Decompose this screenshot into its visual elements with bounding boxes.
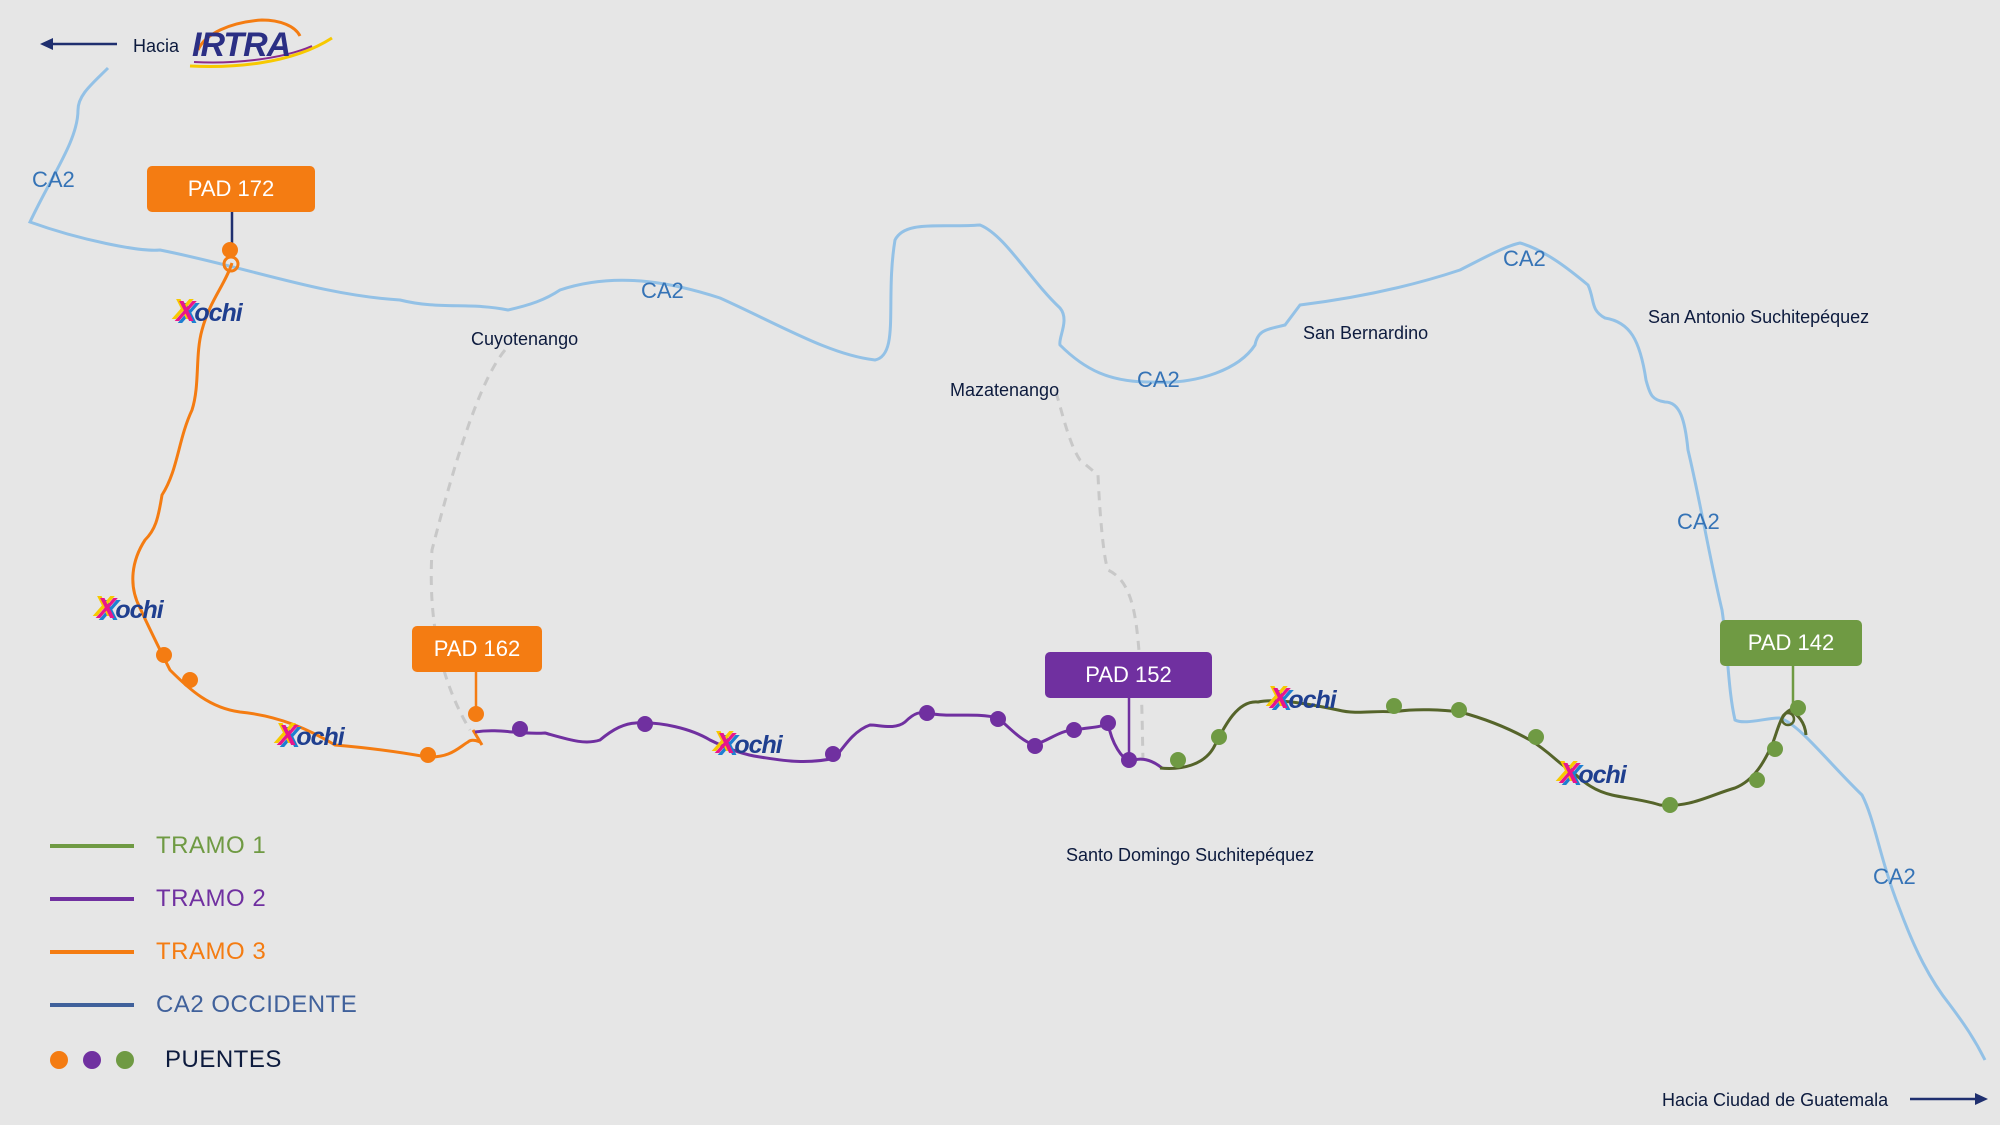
bridge-purple-dot <box>83 1051 101 1069</box>
xochi-logo: Xochi <box>278 720 345 752</box>
legend-puentes: PUENTES <box>50 1045 282 1075</box>
bridge-dot <box>1662 797 1678 813</box>
legend-tramo-1: TRAMO 1 <box>50 831 266 861</box>
pad-142-junction <box>1780 711 1796 727</box>
bridge-dot <box>420 747 436 763</box>
irtra-logo: IRTRA <box>192 26 291 64</box>
pad-172-junction <box>222 255 240 273</box>
legend-swatch <box>50 897 134 901</box>
bridge-dot <box>1386 698 1402 714</box>
puentes-tramo-1 <box>1170 698 1806 813</box>
tramo-2-line <box>474 711 1163 770</box>
bridge-dot <box>637 716 653 732</box>
road-label-ca2: CA2 <box>1503 246 1546 271</box>
pad-142-label: PAD 142 <box>1720 620 1862 666</box>
bridge-dot <box>1790 700 1806 716</box>
road-label-ca2: CA2 <box>32 167 75 192</box>
secondary-road-cuyotenango <box>429 349 507 731</box>
puentes-tramo-2 <box>512 705 1137 768</box>
arrow-left-icon <box>40 38 117 50</box>
bridge-dot <box>1121 752 1137 768</box>
legend-label: TRAMO 2 <box>156 885 267 912</box>
bridge-dot <box>1211 729 1227 745</box>
arrow-right-icon <box>1910 1093 1988 1105</box>
xochi-logo: Xochi <box>1560 758 1627 790</box>
xochi-logo: Xochi <box>97 593 164 625</box>
legend-swatch <box>50 950 134 954</box>
puentes-tramo-3 <box>156 242 484 763</box>
road-label-ca2: CA2 <box>1873 864 1916 889</box>
town-mazatenango: Mazatenango <box>950 380 1060 400</box>
xochi-logo: Xochi <box>176 296 243 328</box>
hacia-label: Hacia <box>133 36 180 56</box>
legend-label: CA2 OCCIDENTE <box>156 991 358 1018</box>
bridge-dot <box>1027 738 1043 754</box>
xochi-logo: Xochi <box>716 728 783 760</box>
bridge-dot <box>468 706 484 722</box>
irtra-logo-swoosh <box>189 18 333 68</box>
bridge-dot <box>919 705 935 721</box>
road-label-ca2: CA2 <box>1137 367 1180 392</box>
pad-172-label: PAD 172 <box>147 166 315 212</box>
pad-162-label: PAD 162 <box>412 626 542 672</box>
road-label-ca2: CA2 <box>641 278 684 303</box>
legend-swatch <box>50 844 134 848</box>
town-san-antonio-suchitepequez: San Antonio Suchitepéquez <box>1648 307 1870 327</box>
bridge-dot <box>1767 741 1783 757</box>
bridge-dot <box>1749 772 1765 788</box>
legend-tramo-3: TRAMO 3 <box>50 937 266 967</box>
bridge-dot <box>1528 729 1544 745</box>
tramo-1-line <box>1159 699 1808 807</box>
legend-tramo-2: TRAMO 2 <box>50 884 266 914</box>
bridge-dot <box>1170 752 1186 768</box>
bridge-dot <box>825 746 841 762</box>
tramo-3-branch <box>471 729 484 746</box>
bridge-dot <box>156 647 172 663</box>
bridge-dot <box>1066 722 1082 738</box>
road-label-ca2: CA2 <box>1677 509 1720 534</box>
bridge-dot <box>182 672 198 688</box>
legend-swatch <box>50 1003 134 1007</box>
xochi-logo: Xochi <box>1270 683 1337 715</box>
legend-label: TRAMO 1 <box>156 832 267 859</box>
bridge-dot <box>222 242 238 258</box>
legend-label: TRAMO 3 <box>156 938 267 965</box>
ca2-road <box>27 66 1987 1061</box>
destination-label: Hacia Ciudad de Guatemala <box>1662 1090 1889 1110</box>
town-san-bernardino: San Bernardino <box>1303 323 1429 343</box>
bridge-dot <box>1451 702 1467 718</box>
town-santo-domingo-suchitepequez: Santo Domingo Suchitepéquez <box>1066 845 1315 865</box>
town-cuyotenango: Cuyotenango <box>471 329 579 349</box>
bridge-dot <box>512 721 528 737</box>
bridge-dot <box>1100 715 1116 731</box>
legend-ca2-occidente: CA2 OCCIDENTE <box>50 990 357 1020</box>
legend-label: PUENTES <box>165 1046 282 1073</box>
bridge-orange-dot <box>50 1051 68 1069</box>
bridge-dot <box>990 711 1006 727</box>
bridge-green-dot <box>116 1051 134 1069</box>
pad-152-label: PAD 152 <box>1045 652 1212 698</box>
